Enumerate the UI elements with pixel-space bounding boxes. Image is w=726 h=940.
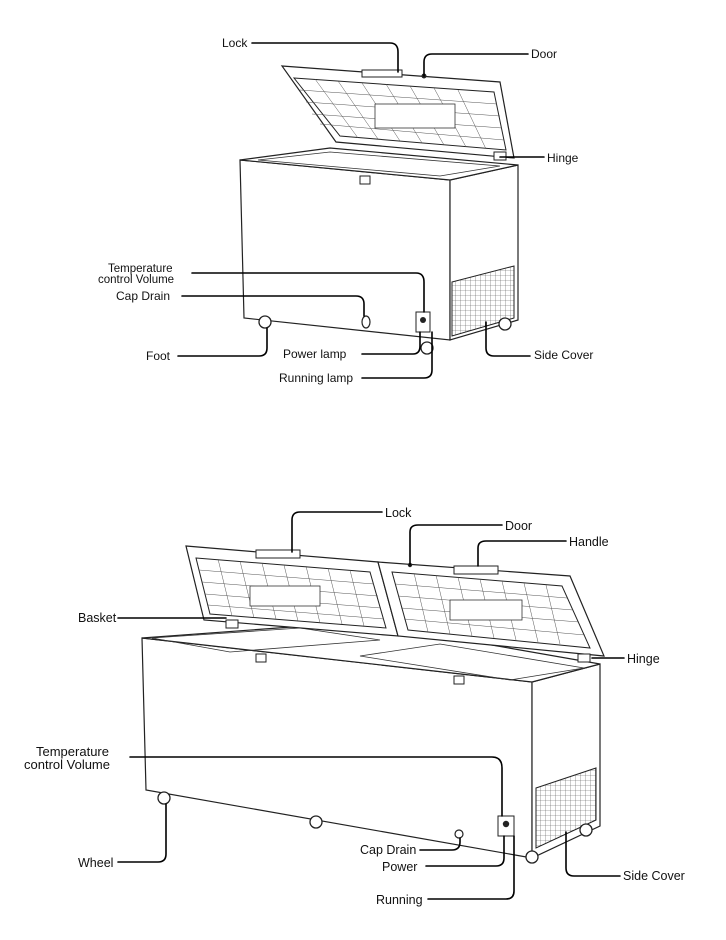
label-lock: Lock <box>222 36 248 50</box>
label-hinge-2: Hinge <box>627 652 660 666</box>
label-control-volume-2: control Volume <box>24 757 110 772</box>
side-cover-mesh <box>451 265 515 337</box>
double-door-freezer <box>141 545 605 864</box>
wheel-front-middle <box>309 815 323 829</box>
single-door-freezer <box>239 65 519 355</box>
bottom-labels: Lock Door Handle Basket Hinge Temperatur… <box>24 506 685 907</box>
lock-knob-2 <box>255 549 301 559</box>
foot-front-right <box>420 341 434 355</box>
latch-left <box>255 653 267 663</box>
lid-right-panel <box>449 599 523 621</box>
label-door: Door <box>531 47 557 61</box>
bottom-leader-lines <box>117 511 625 900</box>
latch-right <box>453 675 465 685</box>
control-knob <box>420 317 426 323</box>
label-power: Power <box>382 860 417 874</box>
label-running-lamp: Running lamp <box>279 371 353 385</box>
top-labels: Lock Door Hinge Temperature control Volu… <box>98 36 593 385</box>
label-temperature: Temperature <box>108 263 173 275</box>
control-knob-2 <box>502 820 510 828</box>
label-handle: Handle <box>569 535 609 549</box>
label-foot: Foot <box>146 349 171 363</box>
hinge-block-2 <box>577 653 591 663</box>
hinge-block <box>493 151 507 161</box>
label-door-2: Door <box>505 519 532 533</box>
basket-part <box>225 619 239 629</box>
lid-left-panel <box>249 585 321 607</box>
label-side-cover: Side Cover <box>534 348 593 362</box>
label-basket: Basket <box>78 611 117 625</box>
label-control-volume: control Volume <box>98 274 174 286</box>
foot-rear-right <box>498 317 512 331</box>
cabinet-opening-right <box>359 643 585 681</box>
cabinet-top <box>239 147 519 181</box>
handle-part <box>453 565 499 575</box>
label-temperature-2: Temperature <box>36 744 109 759</box>
label-lock-2: Lock <box>385 506 412 520</box>
wheel-rear-right <box>579 823 593 837</box>
lid-center-panel <box>374 103 456 129</box>
label-wheel: Wheel <box>78 856 113 870</box>
lock-knob <box>361 69 403 78</box>
label-power-lamp: Power lamp <box>283 347 347 361</box>
cabinet-opening-left <box>151 627 381 653</box>
top-leader-lines <box>177 42 545 379</box>
cap-drain-part-2 <box>454 829 464 839</box>
label-cap-drain: Cap Drain <box>116 289 170 303</box>
cap-drain-part <box>361 315 371 329</box>
label-running: Running <box>376 893 423 907</box>
wheel-front-right <box>525 850 539 864</box>
label-hinge: Hinge <box>547 151 579 165</box>
label-side-cover-2: Side Cover <box>623 869 685 883</box>
latch <box>359 175 371 185</box>
cabinet-opening <box>257 151 501 177</box>
side-cover-mesh-2 <box>535 767 597 849</box>
label-cap-drain-2: Cap Drain <box>360 843 416 857</box>
foot-front-left <box>258 315 272 329</box>
wheel-front-left <box>157 791 171 805</box>
